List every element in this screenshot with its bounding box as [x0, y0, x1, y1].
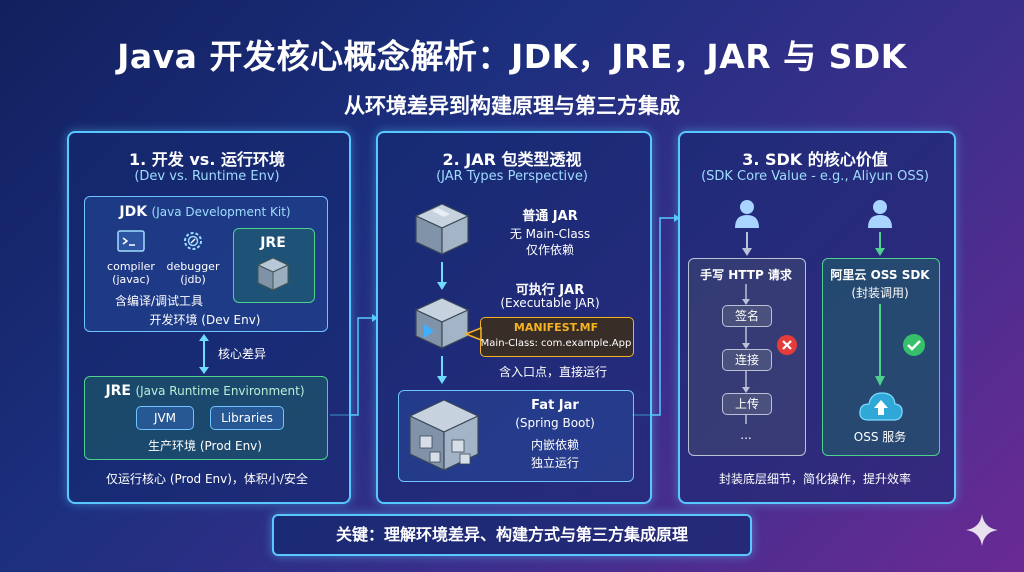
fat-jar-sub: (Spring Boot)	[515, 416, 595, 430]
sdk-flow-arrow	[875, 304, 885, 386]
double-arrow-icon	[199, 334, 209, 374]
libraries-chip: Libraries	[210, 406, 284, 430]
panel2-title: 2. JAR 包类型透视	[442, 150, 582, 169]
step-more: ...	[740, 428, 752, 442]
step-upload: 上传	[722, 393, 772, 415]
compiler-sub: (javac)	[112, 273, 150, 286]
manual-http-title: 手写 HTTP 请求	[700, 268, 792, 282]
user-icon	[735, 200, 759, 228]
manifest-box	[480, 317, 634, 357]
jdk-env: 开发环境 (Dev Env)	[149, 313, 261, 327]
oss-sdk-sub: (封装调用)	[851, 286, 909, 300]
manifest-main-class: Main-Class: com.example.App	[480, 338, 632, 349]
normal-jar-line2: 仅作依赖	[525, 243, 574, 257]
fat-jar-line1: 内嵌依赖	[530, 438, 579, 452]
jdk-title-row: JDK (Java Development Kit)	[84, 204, 326, 220]
arrow-down-icon-2	[437, 356, 447, 384]
cross-icon	[777, 335, 797, 355]
panel1-note: 仅运行核心 (Prod Env)，体积小/安全	[106, 472, 308, 486]
footer-key-takeaway: 关键：理解环境差异、构建方式与第三方集成原理	[272, 514, 752, 556]
play-package-icon	[414, 297, 470, 349]
step-sign: 签名	[722, 305, 772, 327]
exec-jar-description: 含入口点，直接运行	[498, 365, 607, 379]
panel-dev-vs-runtime	[67, 131, 351, 504]
jdk-full-name: (Java Development Kit)	[151, 205, 291, 219]
cloud-upload-icon	[859, 392, 903, 421]
page-title: Java 开发核心概念解析：JDK，JRE，JAR 与 SDK	[117, 37, 907, 76]
manual-flow-arrows	[742, 284, 750, 424]
terminal-icon	[117, 230, 145, 252]
step-connect: 连接	[722, 349, 772, 371]
user-icon-2	[868, 200, 892, 228]
jre-env: 生产环境 (Prod Env)	[148, 439, 262, 453]
exec-jar-sub: (Executable JAR)	[500, 296, 600, 310]
jre-title-row: JRE (Java Runtime Environment)	[84, 383, 326, 399]
normal-jar-line1: 无 Main-Class	[509, 227, 591, 241]
debugger-sub: (jdb)	[180, 273, 206, 286]
jre-title: JRE	[105, 383, 131, 399]
boxes-icon	[408, 399, 480, 471]
oss-service-label: OSS 服务	[853, 430, 907, 444]
exec-jar-title: 可执行 JAR	[515, 283, 585, 298]
fat-jar-line2: 独立运行	[530, 456, 579, 470]
arrow-down-icon-4	[875, 232, 885, 256]
manifest-pointer	[463, 326, 482, 342]
panel3-note: 封装底层细节，简化操作，提升效率	[718, 472, 911, 486]
oss-sdk-title: 阿里云 OSS SDK	[830, 268, 930, 282]
jdk-box	[84, 196, 328, 332]
panel3-title: 3. SDK 的核心价值	[742, 150, 888, 169]
arrow-down-icon-3	[742, 232, 752, 256]
debugger-label: debugger	[166, 260, 220, 273]
check-icon	[903, 334, 925, 356]
manifest-title: MANIFEST.MF	[513, 321, 599, 334]
panel1-subtitle: (Dev vs. Runtime Env)	[134, 169, 280, 184]
sparkle-icon	[966, 514, 998, 546]
panel3-subtitle: (SDK Core Value - e.g., Aliyun OSS)	[701, 169, 929, 184]
jvm-chip: JVM	[136, 406, 194, 430]
normal-jar-package-icon	[414, 203, 470, 255]
gear-icon	[184, 232, 202, 250]
fat-jar-title: Fat Jar	[531, 398, 579, 413]
compiler-label: compiler	[107, 260, 155, 273]
panel2-subtitle: (JAR Types Perspective)	[436, 169, 588, 184]
normal-jar-title: 普通 JAR	[522, 209, 578, 224]
jdk-description: 含编译/调试工具	[114, 294, 204, 308]
jdk-inner-jre-label: JRE	[260, 235, 286, 251]
jre-full-name: (Java Runtime Environment)	[135, 384, 305, 398]
page-subtitle: 从环境差异到构建原理与第三方集成	[344, 94, 680, 118]
arrow-down-icon	[437, 262, 447, 290]
core-difference-label: 核心差异	[218, 347, 267, 361]
jdk-title: JDK	[119, 204, 148, 220]
panel1-title: 1. 开发 vs. 运行环境	[129, 150, 285, 169]
package-icon	[256, 257, 290, 291]
jre-box	[84, 376, 328, 460]
